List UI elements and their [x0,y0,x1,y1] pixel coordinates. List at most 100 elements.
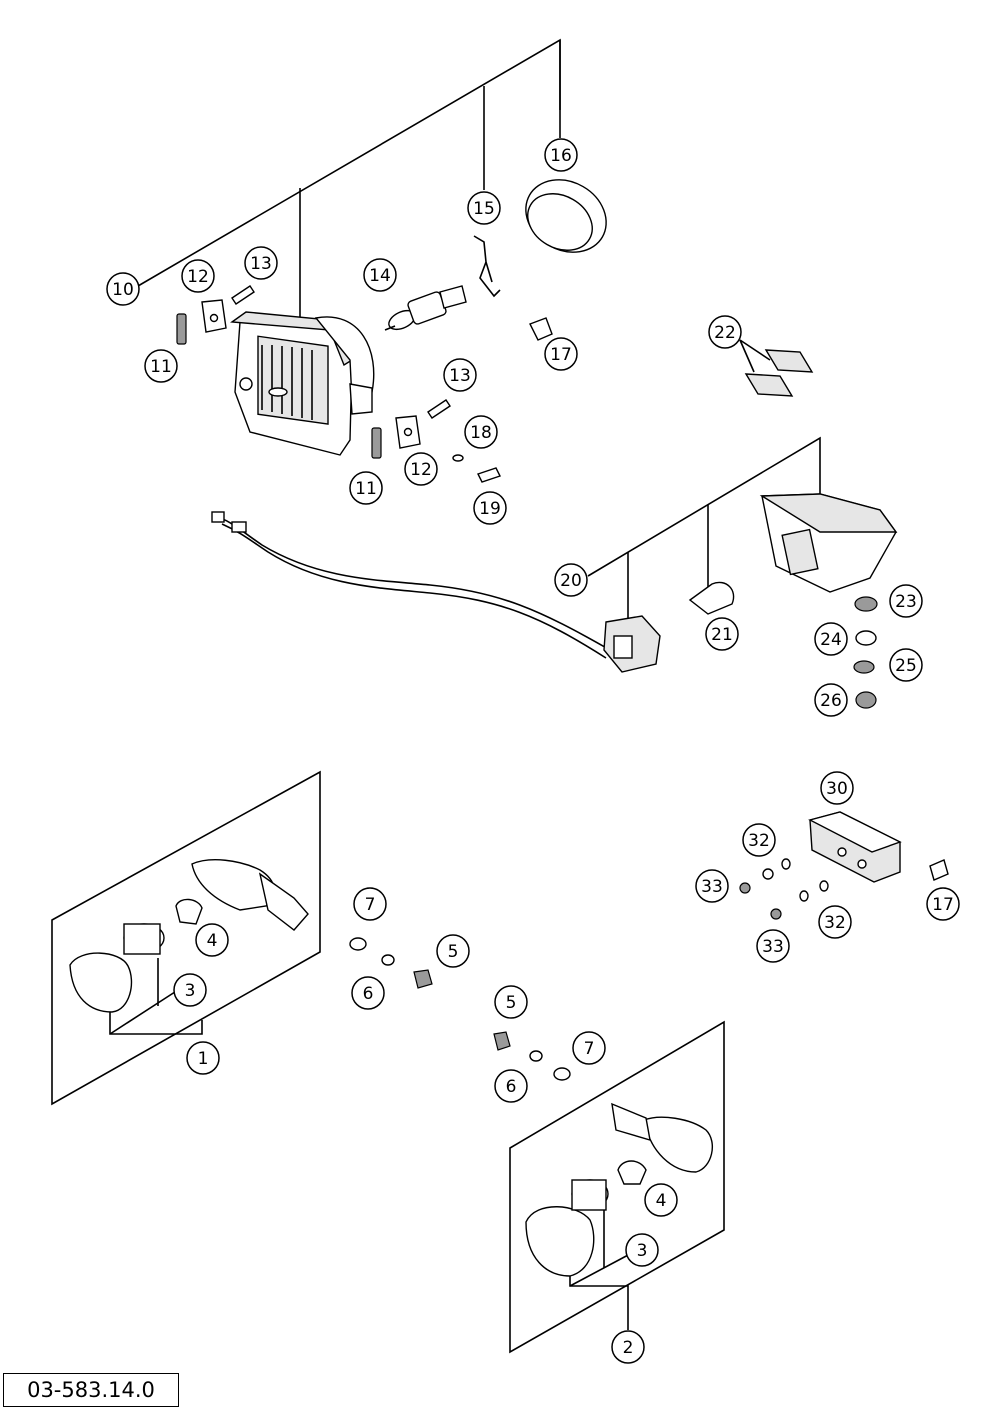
svg-text:33: 33 [701,877,723,897]
document-code-label: 03-583.14.0 [3,1373,179,1407]
svg-text:7: 7 [584,1039,595,1059]
callout-19: 19 [473,491,507,525]
svg-text:14: 14 [369,266,391,286]
washer-18 [452,454,464,462]
svg-text:15: 15 [473,199,495,219]
turn-signal-2 [509,1020,725,1354]
nut-26 [855,691,877,709]
small-bulb-17b [929,859,949,881]
leader-10 [137,38,561,287]
callout-18: 18 [464,415,498,449]
svg-text:17: 17 [932,895,954,915]
svg-text:11: 11 [355,479,377,499]
svg-text:3: 3 [185,981,196,1001]
callout-32b: 32 [818,905,852,939]
callout-24: 24 [814,622,848,656]
svg-text:23: 23 [895,592,917,612]
svg-text:1: 1 [198,1049,209,1069]
turn-signal-1 [51,770,321,1106]
callout-5a: 5 [436,934,470,968]
callout-33b: 33 [756,929,790,963]
callout-26: 26 [814,683,848,717]
washer-6b [529,1050,543,1062]
small-bulb-17a [529,317,553,341]
svg-text:22: 22 [714,323,736,343]
callout-3a: 3 [173,973,207,1007]
svg-text:3: 3 [637,1241,648,1261]
callout-5b: 5 [494,985,528,1019]
callout-13a: 13 [244,246,278,280]
svg-text:5: 5 [506,993,517,1013]
washer-25 [853,660,875,674]
headlight-assembly [137,38,607,483]
svg-text:19: 19 [479,499,501,519]
nut-5b [493,1031,511,1051]
screw-13a [231,285,255,305]
clip-11a [176,313,187,345]
svg-text:12: 12 [410,460,432,480]
callout-32a: 32 [742,823,776,857]
callout-21: 21 [705,617,739,651]
svg-text:30: 30 [826,779,848,799]
callout-13b: 13 [443,358,477,392]
rubber-ring-16 [525,179,607,253]
svg-text:4: 4 [207,931,218,951]
callout-4b: 4 [644,1183,678,1217]
screw-19 [477,467,501,483]
clip-11b [371,427,382,459]
callout-15: 15 [467,191,501,225]
svg-text:6: 6 [506,1077,517,1097]
svg-text:17: 17 [550,345,572,365]
callout-6b: 6 [494,1069,528,1103]
callout-11b: 11 [349,471,383,505]
nut-5a [413,969,433,989]
callout-12a: 12 [181,259,215,293]
svg-text:10: 10 [112,280,134,300]
leader-20 [587,436,821,577]
svg-text:13: 13 [250,254,272,274]
svg-text:12: 12 [187,267,209,287]
callout-1: 1 [186,1041,220,1075]
svg-text:11: 11 [150,357,172,377]
svg-text:20: 20 [560,571,582,591]
headlight-bulb-14 [384,285,467,331]
callout-12b: 12 [404,452,438,486]
svg-text:25: 25 [895,656,917,676]
callout-6a: 6 [351,976,385,1010]
callout-4a: 4 [195,923,229,957]
svg-text:2: 2 [623,1338,634,1358]
callout-16: 16 [544,138,578,172]
callout-22: 22 [708,315,742,349]
svg-text:33: 33 [762,937,784,957]
svg-text:5: 5 [448,942,459,962]
spring-clip-15 [473,235,501,298]
svg-text:26: 26 [820,691,842,711]
svg-text:24: 24 [820,630,842,650]
svg-text:4: 4 [656,1191,667,1211]
callout-11a: 11 [144,349,178,383]
headlight-housing [230,311,375,456]
screw-13b [427,399,451,419]
callout-14: 14 [363,258,397,292]
washer-7b [553,1067,571,1081]
callout-30: 30 [820,771,854,805]
pads-22 [739,339,814,397]
callout-17a: 17 [544,337,578,371]
callout-3b: 3 [625,1233,659,1267]
callout-33a: 33 [695,869,729,903]
washer-6a [381,954,395,966]
washer-24 [855,630,877,646]
cable [213,515,611,651]
callout-23: 23 [889,584,923,618]
callouts: 10 12 13 11 14 15 16 17 22 13 18 12 11 1… [106,138,960,1364]
taillight-assembly [211,436,898,709]
grommet-23 [854,596,878,612]
svg-text:16: 16 [550,146,572,166]
callout-25: 25 [889,648,923,682]
svg-text:6: 6 [363,984,374,1004]
svg-text:32: 32 [748,831,770,851]
callout-17b: 17 [926,887,960,921]
svg-text:18: 18 [470,423,492,443]
svg-text:7: 7 [365,895,376,915]
